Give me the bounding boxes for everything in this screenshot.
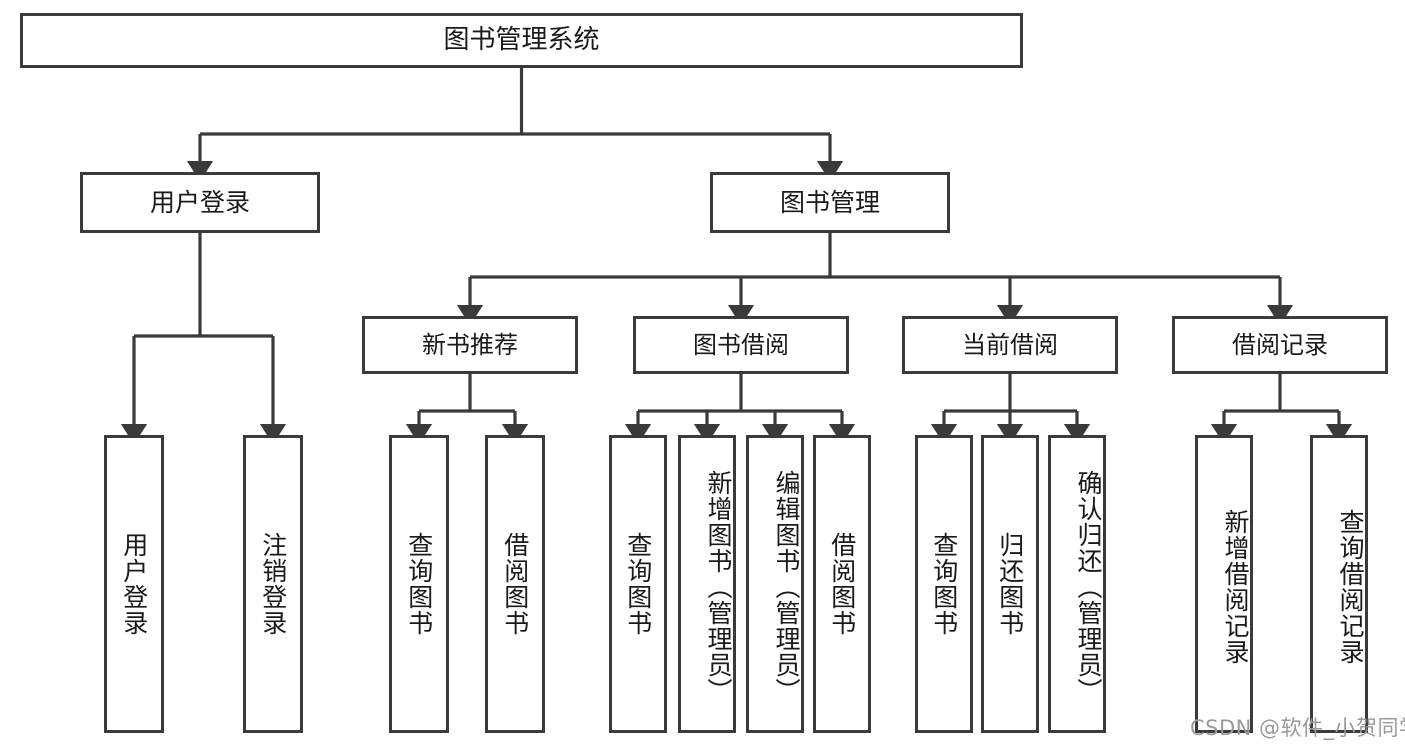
node-label: 图书管理 — [779, 187, 880, 217]
node-label: 借阅记录 — [1232, 330, 1328, 359]
node-level2-0[interactable]: 用户登录 — [80, 172, 320, 233]
node-label: 借阅图书 — [500, 532, 530, 636]
node-leaf-1[interactable]: 注销登录 — [243, 435, 303, 733]
node-leaf-5[interactable]: 新增图书（管理员） — [678, 435, 736, 733]
node-leaf-10[interactable]: 确认归还（管理员） — [1048, 435, 1106, 733]
node-label: 用户登录 — [119, 532, 149, 636]
node-label: 当前借阅 — [962, 330, 1058, 359]
node-leaf-11[interactable]: 新增借阅记录 — [1195, 435, 1253, 733]
node-label: 确认归还（管理员） — [1074, 470, 1103, 704]
node-level2-1[interactable]: 图书管理 — [710, 172, 950, 233]
csdn-watermark: CSDN @软件_小贺同学 — [1190, 716, 1405, 740]
node-leaf-9[interactable]: 归还图书 — [981, 435, 1039, 733]
node-leaf-3[interactable]: 借阅图书 — [485, 435, 545, 733]
node-label: 借阅图书 — [827, 532, 857, 636]
node-label: 查询图书 — [929, 532, 959, 636]
node-level3-0[interactable]: 新书推荐 — [362, 316, 578, 374]
node-label: 用户登录 — [149, 187, 250, 217]
node-label: 新增借阅记录 — [1221, 509, 1250, 665]
node-label: 编辑图书（管理员） — [772, 470, 801, 704]
node-label: 新增图书（管理员） — [704, 470, 733, 704]
node-level3-1[interactable]: 图书借阅 — [633, 316, 849, 374]
node-leaf-6[interactable]: 编辑图书（管理员） — [746, 435, 804, 733]
node-label: 查询图书 — [623, 532, 653, 636]
node-label: 新书推荐 — [422, 330, 518, 359]
node-level3-3[interactable]: 借阅记录 — [1172, 316, 1388, 374]
node-label: 注销登录 — [258, 532, 288, 636]
node-leaf-0[interactable]: 用户登录 — [104, 435, 164, 733]
node-label: 归还图书 — [995, 532, 1025, 636]
node-leaf-4[interactable]: 查询图书 — [609, 435, 667, 733]
node-leaf-8[interactable]: 查询图书 — [915, 435, 973, 733]
node-label: 查询图书 — [404, 532, 434, 636]
node-leaf-7[interactable]: 借阅图书 — [813, 435, 871, 733]
node-label: 图书借阅 — [693, 330, 789, 359]
node-root-title[interactable]: 图书管理系统 — [20, 13, 1023, 68]
node-level3-2[interactable]: 当前借阅 — [902, 316, 1118, 374]
node-leaf-2[interactable]: 查询图书 — [389, 435, 449, 733]
node-leaf-12[interactable]: 查询借阅记录 — [1310, 435, 1368, 733]
node-label: 图书管理系统 — [443, 25, 600, 56]
node-label: 查询借阅记录 — [1336, 509, 1365, 665]
